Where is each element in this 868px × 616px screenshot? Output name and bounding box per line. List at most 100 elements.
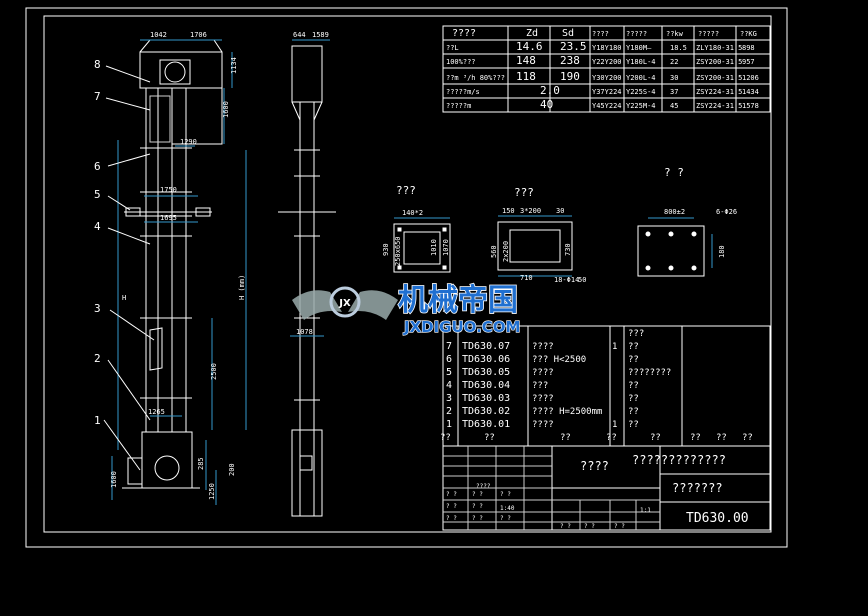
parts-name: ??? (532, 381, 548, 391)
svg-text:6-Φ26: 6-Φ26 (716, 208, 737, 216)
parts-no: 3 (446, 393, 452, 404)
spec-cell: Y22Y200 (592, 58, 622, 66)
drawing-title: ????????????? (632, 453, 726, 467)
svg-text:H: H (122, 294, 126, 302)
parts-material: ?? (628, 407, 639, 417)
spec-cell: ZLY180-31.5 (696, 44, 742, 52)
svg-text:1600: 1600 (222, 101, 230, 118)
svg-text:18-Φ14: 18-Φ14 (554, 276, 579, 284)
svg-text:? ?: ? ? (500, 491, 511, 498)
svg-text:1750: 1750 (160, 186, 177, 194)
parts-header: ?? (716, 433, 727, 443)
svg-text:1134: 1134 (230, 57, 238, 74)
view-title: ? ? (664, 166, 684, 179)
parts-name: ???? (532, 368, 554, 378)
watermark-en: JXDIGUO.COM (403, 318, 520, 336)
parts-header: ?? (690, 433, 701, 443)
drawing-number: TD630.00 (686, 511, 749, 526)
detail-dimension-texts: 140*2 930 250x650 1010 1070 150 3*200 30… (382, 207, 737, 284)
detail-view-c (637, 217, 713, 277)
spec-cell: 22 (670, 58, 678, 66)
front-dimension-texts: 1042 1706 1134 1600 1290 1750 1695 1265 … (110, 31, 238, 500)
svg-text:1010: 1010 (430, 239, 438, 256)
spec-cell: 1434 (742, 88, 759, 96)
svg-text:285: 285 (197, 457, 205, 470)
part-label: 4 (94, 220, 101, 233)
spec-cell: Y180L-4 (626, 58, 656, 66)
view-titles: ??? ??? ? ? (396, 166, 684, 199)
spec-header: ??kw (666, 30, 684, 38)
parts-header: ?? (650, 433, 661, 443)
spec-cell: 40 (540, 98, 553, 111)
parts-material: ???????? (628, 368, 671, 378)
part-label: 2 (94, 352, 101, 365)
parts-header: ?? (440, 433, 451, 443)
parts-material: ?? (628, 394, 639, 404)
spec-table (442, 25, 771, 113)
parts-name: ???? H=2500mm (532, 407, 602, 417)
svg-text:2500: 2500 (210, 363, 218, 380)
svg-text:? ?: ? ? (472, 491, 483, 498)
parts-header: ?? (484, 433, 495, 443)
svg-text:? ?: ? ? (472, 503, 483, 510)
spec-cell: Y200L-4 (626, 74, 656, 82)
svg-text:800±2: 800±2 (664, 208, 685, 216)
parts-no: 4 (446, 380, 452, 391)
part-label: 8 (94, 58, 101, 71)
parts-code: TD630.03 (462, 393, 510, 404)
svg-text:1078: 1078 (296, 328, 313, 336)
view-title: ??? (396, 184, 416, 197)
parts-name: ???? (532, 420, 554, 430)
svg-text:250x650: 250x650 (394, 236, 402, 266)
spec-cell: 30 (670, 74, 678, 82)
parts-code: TD630.04 (462, 380, 510, 391)
part-label: 3 (94, 302, 101, 315)
svg-text:? ?: ? ? (446, 491, 457, 498)
detail-view-b (497, 215, 573, 277)
spec-cell: 1206 (742, 74, 759, 82)
parts-qty: 1 (612, 342, 617, 352)
part-label: 7 (94, 90, 101, 103)
svg-text:1695: 1695 (160, 214, 177, 222)
spec-header: Zd (526, 28, 538, 39)
parts-header: ?? (606, 433, 617, 443)
spec-row-label: 100%??? (446, 58, 476, 66)
part-label: 5 (94, 188, 101, 201)
title-small-cells: ? ? ? ? ???? ? ? ? ? ? ? ? ? ? ? ? ? 1:4… (446, 483, 651, 530)
spec-row-label: ?????m/s (446, 88, 480, 96)
spec-cell: Y225S-4 (626, 88, 656, 96)
spec-cell: 190 (560, 70, 580, 83)
svg-text:????: ???? (476, 483, 491, 490)
svg-text:2x200: 2x200 (502, 241, 510, 262)
svg-text:1265: 1265 (148, 408, 165, 416)
parts-no: 5 (446, 367, 452, 378)
svg-text:1706: 1706 (190, 31, 207, 39)
svg-text:? ?: ? ? (584, 523, 595, 530)
parts-list-grid (442, 325, 771, 447)
spec-header: ???? (452, 28, 476, 39)
parts-name: ???? (532, 394, 554, 404)
spec-cell: Y180M— (626, 44, 652, 52)
spec-cell: 118 (516, 70, 536, 83)
svg-text:930: 930 (382, 243, 390, 256)
spec-cell: 37 (670, 88, 678, 96)
spec-cell: ZSY200-31.5 (696, 74, 742, 82)
svg-text:1042: 1042 (150, 31, 167, 39)
parts-code: TD630.01 (462, 419, 510, 430)
part-label: 1 (94, 414, 101, 427)
parts-material: ?? (628, 355, 639, 365)
spec-cell: 14.6 (516, 40, 543, 53)
spec-cell: 148 (516, 54, 536, 67)
spec-cell: Y225M-4 (626, 102, 656, 110)
parts-no: 2 (446, 406, 452, 417)
drawing-subtitle: ??????? (672, 481, 723, 495)
spec-cell: ZSY224-31.5 (696, 88, 742, 96)
parts-code: TD630.02 (462, 406, 510, 417)
svg-text:150: 150 (502, 207, 515, 215)
svg-text:1070: 1070 (442, 239, 450, 256)
spec-cell: 18.5 (670, 44, 687, 52)
svg-text:200: 200 (228, 463, 236, 476)
spec-cell: Y18Y180 (592, 44, 622, 52)
svg-text:1250: 1250 (208, 483, 216, 500)
